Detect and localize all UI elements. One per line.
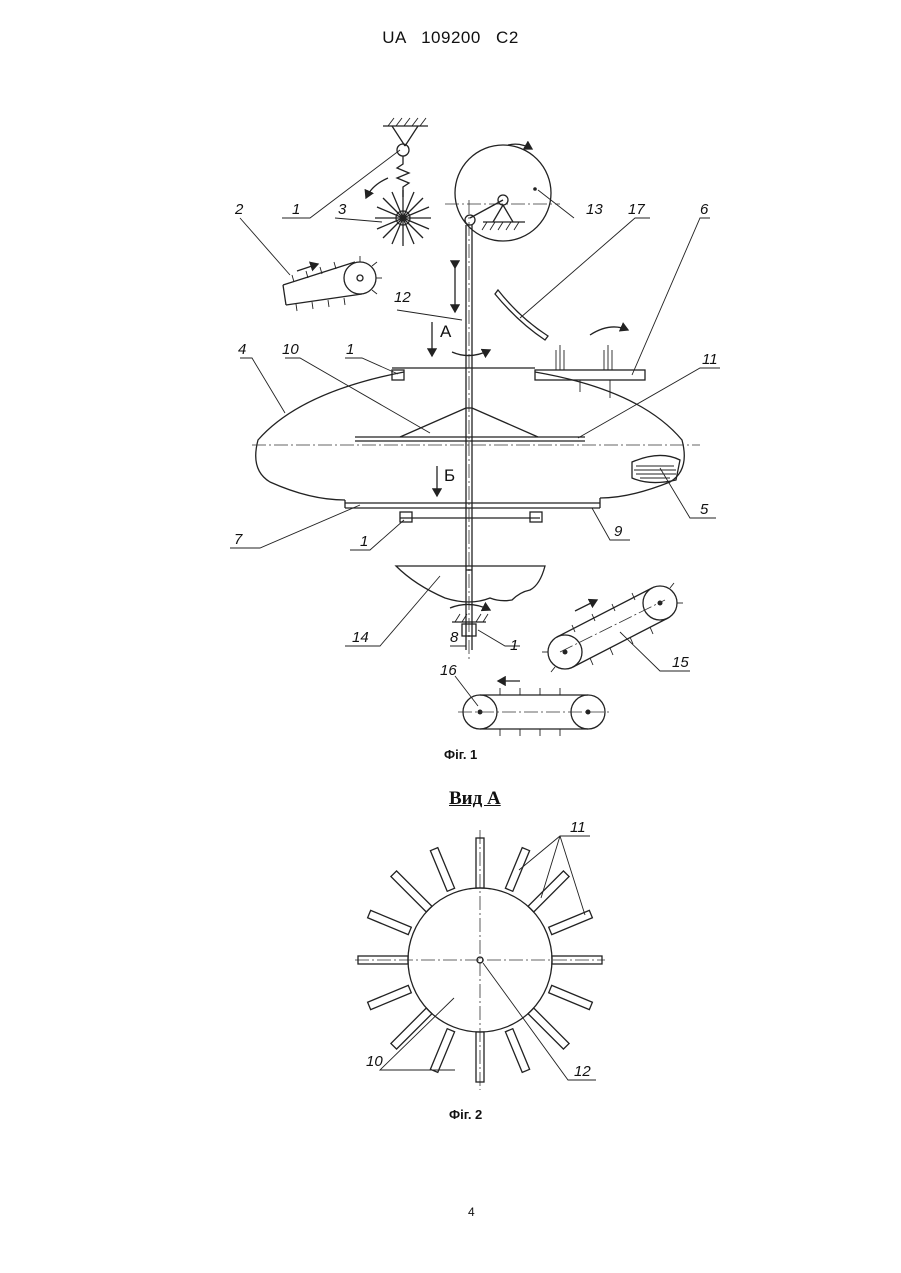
cutter-6 <box>535 345 645 398</box>
callout-14: 14 <box>352 629 369 646</box>
radial-bar <box>505 1029 529 1073</box>
callout-1-upper: 1 <box>346 341 354 358</box>
figure-2-drawing <box>355 830 605 1090</box>
figure-1-caption: Фіг. 1 <box>444 747 477 762</box>
radial-bar <box>549 910 593 934</box>
callout-11: 11 <box>702 351 718 368</box>
callout-10-fig2: 10 <box>366 1053 383 1070</box>
radial-bar <box>368 910 412 934</box>
callout-1-top: 1 <box>292 201 300 218</box>
conveyor-2 <box>283 256 382 311</box>
callout-16: 16 <box>440 662 457 679</box>
shaft-12 <box>455 200 472 660</box>
page-number: 4 <box>468 1205 475 1219</box>
radial-bar <box>430 1029 454 1073</box>
conveyor-15 <box>542 583 683 672</box>
radial-bar <box>391 871 432 912</box>
callout-13: 13 <box>586 201 603 218</box>
callout-3: 3 <box>338 201 347 218</box>
callout-17: 17 <box>628 201 645 218</box>
callout-2: 2 <box>234 201 244 218</box>
figure-2-caption: Фіг. 2 <box>449 1107 482 1122</box>
callout-11-fig2: 11 <box>570 819 586 836</box>
deflector-17 <box>495 290 548 340</box>
callout-12: 12 <box>394 289 411 306</box>
callout-1-bottom: 1 <box>510 637 518 654</box>
callout-15: 15 <box>672 654 689 671</box>
direction-label-a: А <box>440 322 452 341</box>
radial-bar <box>391 1008 432 1049</box>
callout-1-lower: 1 <box>360 533 368 550</box>
drum-4 <box>252 368 700 522</box>
callout-6: 6 <box>700 201 709 218</box>
callout-8: 8 <box>450 629 459 646</box>
radial-bar <box>528 871 569 912</box>
callout-4: 4 <box>238 341 246 358</box>
callout-9: 9 <box>614 523 623 540</box>
radial-bar <box>505 848 529 892</box>
direction-label-b: Б <box>444 466 455 485</box>
callout-7: 7 <box>234 531 243 548</box>
callout-5: 5 <box>700 501 709 518</box>
radial-bar <box>368 985 412 1009</box>
wheel-13 <box>445 144 560 241</box>
radial-bar <box>430 848 454 892</box>
radial-bar <box>528 1008 569 1049</box>
radial-bar <box>549 985 593 1009</box>
conveyor-16 <box>458 681 610 736</box>
view-a-title: Вид А <box>449 788 501 810</box>
bowl-14 <box>396 566 545 602</box>
hatch-5 <box>632 455 680 482</box>
brush-3 <box>366 178 431 246</box>
callout-10: 10 <box>282 341 299 358</box>
callout-12-fig2: 12 <box>574 1063 591 1080</box>
